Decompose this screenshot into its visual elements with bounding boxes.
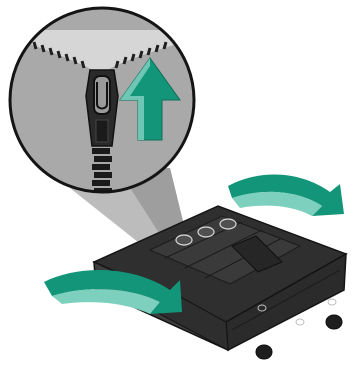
zipper-pull-icon [86, 70, 118, 146]
zoom-callout-circle [10, 8, 194, 194]
rotate-arrow-icon-right [228, 175, 344, 216]
